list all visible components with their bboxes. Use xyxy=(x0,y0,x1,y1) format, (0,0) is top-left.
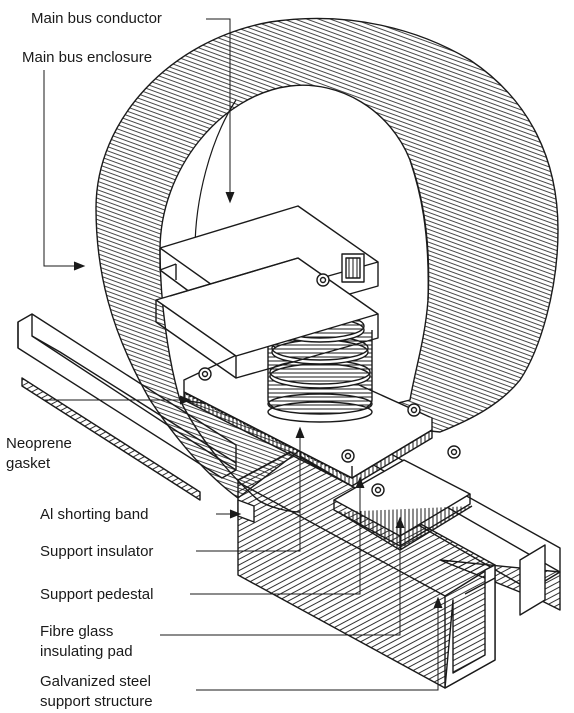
label-neoprene-gasket-line2: gasket xyxy=(6,455,51,472)
leader-lines xyxy=(43,18,443,691)
bolts xyxy=(198,273,461,497)
al-shorting-band xyxy=(237,499,255,523)
steel-channel-front xyxy=(237,451,496,689)
label-main-bus-enclosure: Main bus enclosure xyxy=(22,49,153,66)
label-neoprene-gasket-line1: Neoprene xyxy=(6,435,72,452)
label-support-insulator: Support insulator xyxy=(40,543,154,560)
label-support-pedestal: Support pedestal xyxy=(40,586,154,603)
label-main-bus-conductor: Main bus conductor xyxy=(31,10,162,27)
label-galvanized-steel-line1: Galvanized steel xyxy=(40,673,151,690)
label-al-shorting-band: Al shorting band xyxy=(40,506,149,523)
label-galvanized-steel-line2: support structure xyxy=(40,693,153,710)
label-fibre-glass-line2: insulating pad xyxy=(40,643,133,660)
label-fibre-glass-line1: Fibre glass xyxy=(40,623,114,640)
clamp-block xyxy=(341,253,365,283)
